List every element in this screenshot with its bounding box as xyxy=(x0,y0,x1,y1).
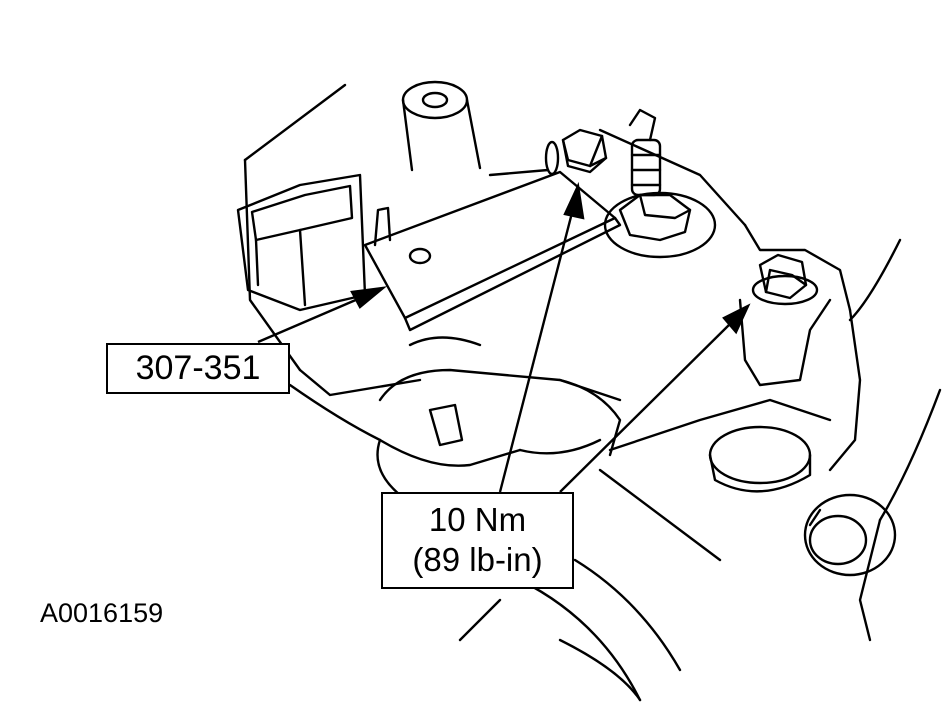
bracket-bolt xyxy=(561,128,608,174)
tool-arrowhead xyxy=(350,286,387,309)
figure-id: A0016159 xyxy=(40,598,164,628)
stud-and-nut xyxy=(603,108,717,259)
torque-leader-line-left xyxy=(498,204,576,493)
torque-spec-callout: 10 Nm (89 lb-in) xyxy=(381,492,574,589)
upper-post xyxy=(401,80,482,172)
leader-lines xyxy=(257,181,751,493)
tool-number-callout: 307-351 xyxy=(106,343,290,394)
tool-leader-line xyxy=(257,294,366,344)
tool-number-label: 307-351 xyxy=(135,349,261,387)
torque-nm-label: 10 Nm xyxy=(428,501,527,538)
torque-lbin-label: (89 lb-in) xyxy=(412,541,543,578)
right-bolt xyxy=(738,253,832,387)
torque-leader-line-right xyxy=(559,319,735,493)
mounting-boss xyxy=(803,493,897,577)
torque-arrowhead-right xyxy=(722,303,751,335)
round-boss xyxy=(708,425,812,493)
electrical-connector xyxy=(236,173,367,312)
tool-bracket xyxy=(363,140,622,332)
torque-arrowhead-left xyxy=(563,181,585,220)
housing-outline xyxy=(243,83,942,702)
lower-arm xyxy=(376,336,622,497)
